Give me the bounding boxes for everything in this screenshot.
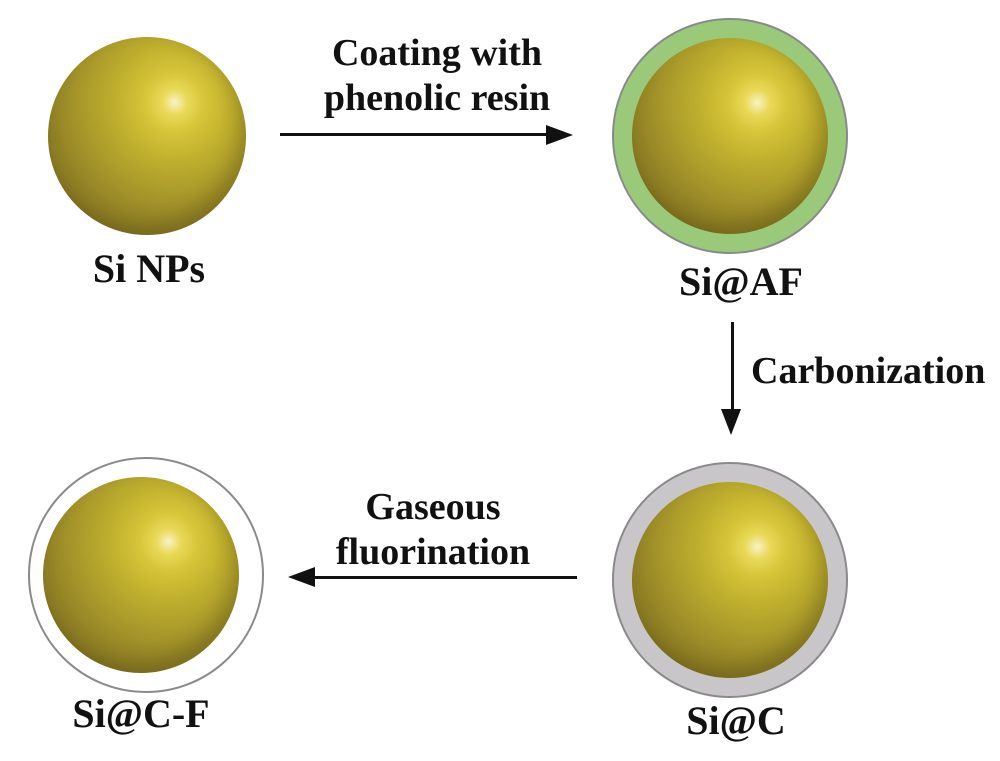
step3-text-line2: fluorination xyxy=(335,531,531,573)
arrow-right-line xyxy=(280,133,547,136)
si-nps-label: Si NPs xyxy=(92,246,206,291)
si-cf-sphere xyxy=(43,477,239,673)
si-cf-label: Si@C-F xyxy=(72,691,210,736)
arrow-down-line xyxy=(731,322,734,411)
si-af-sphere xyxy=(632,38,828,234)
arrow-left-head-icon xyxy=(288,567,315,587)
si-c-carbon-shell-ring xyxy=(612,462,848,698)
arrow-left-line xyxy=(314,576,577,579)
step3-reagent-text: Gaseous fluorination xyxy=(273,485,593,575)
step1-reagent-text: Coating with phenolic resin xyxy=(277,31,597,121)
si-af-label: Si@AF xyxy=(679,259,803,304)
si-af-resin-shell-ring xyxy=(612,18,848,254)
si-cf-fluorinated-shell-ring xyxy=(28,457,264,693)
arrow-down-head-icon xyxy=(721,409,741,435)
si-c-sphere xyxy=(632,482,828,678)
step1-text-line1: Coating with xyxy=(331,32,543,74)
arrow-right-head-icon xyxy=(546,125,573,145)
step2-reagent-text: Carbonization xyxy=(751,350,986,392)
si-c-label: Si@C xyxy=(686,698,786,743)
si-nps-sphere xyxy=(48,37,246,235)
step1-text-line2: phenolic resin xyxy=(323,77,551,119)
step3-text-line1: Gaseous xyxy=(365,486,501,528)
